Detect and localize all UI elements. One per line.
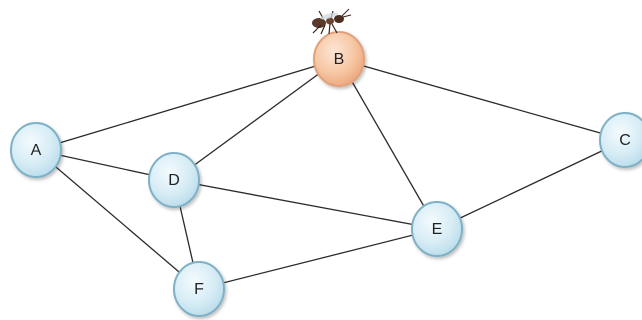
edge-d-e bbox=[173, 179, 438, 230]
node-label: C bbox=[619, 132, 631, 149]
node-circle bbox=[173, 261, 225, 317]
node-circle bbox=[148, 152, 200, 208]
ant-icon bbox=[312, 8, 352, 35]
ant-icon bbox=[312, 8, 352, 35]
edge-b-d bbox=[173, 58, 340, 181]
edge-a-f bbox=[35, 149, 200, 290]
edge-a-b bbox=[35, 58, 340, 151]
node-b[interactable]: B bbox=[313, 31, 365, 87]
node-c[interactable]: C bbox=[599, 112, 642, 168]
node-circle bbox=[411, 201, 463, 257]
node-label: B bbox=[334, 51, 345, 68]
node-circle bbox=[10, 122, 62, 178]
edge-b-e bbox=[338, 58, 438, 230]
node-e[interactable]: E bbox=[411, 201, 463, 257]
node-label: D bbox=[168, 172, 180, 189]
node-circle bbox=[313, 31, 365, 87]
edge-b-c bbox=[338, 58, 626, 141]
node-label: E bbox=[432, 221, 443, 238]
node-label: F bbox=[194, 281, 204, 298]
node-circle bbox=[599, 112, 642, 168]
edges-layer bbox=[35, 58, 626, 290]
node-a[interactable]: A bbox=[10, 122, 62, 178]
node-d[interactable]: D bbox=[148, 152, 200, 208]
node-label: A bbox=[31, 142, 42, 159]
edge-e-f bbox=[198, 228, 438, 290]
nodes-layer: A B C D E F bbox=[10, 31, 642, 317]
edge-e-c bbox=[436, 139, 626, 230]
node-f[interactable]: F bbox=[173, 261, 225, 317]
